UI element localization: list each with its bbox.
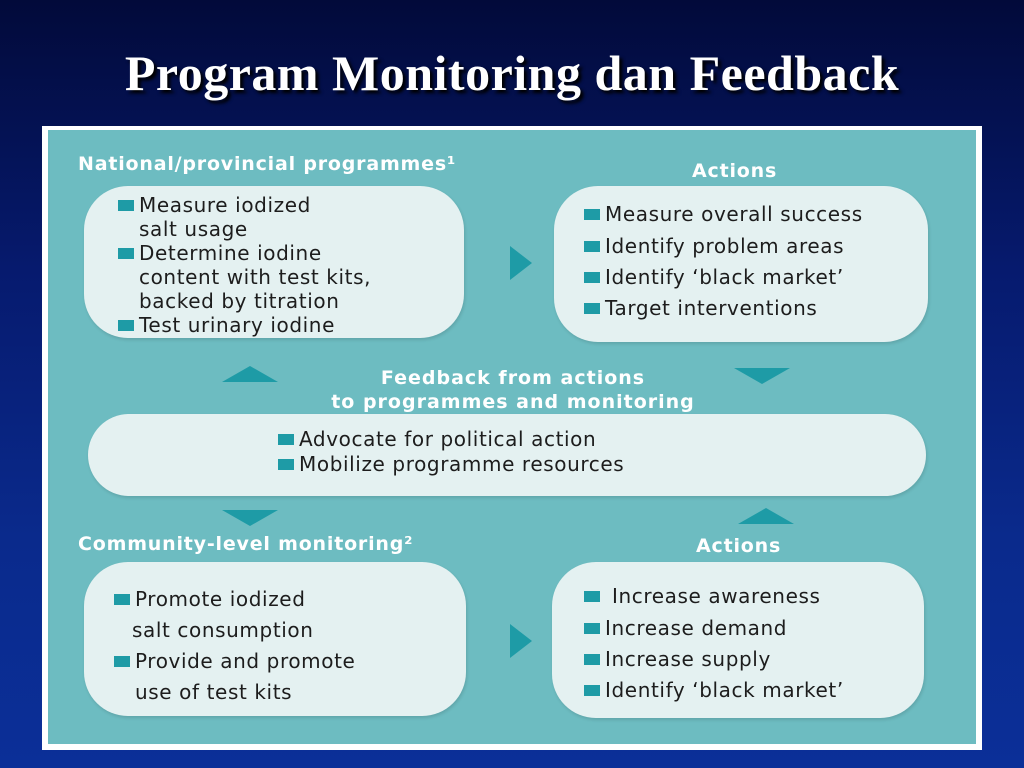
bullet-icon (584, 591, 600, 602)
bullet-icon (114, 594, 130, 605)
arrow-down-icon (222, 510, 278, 526)
actions-top-item-problem: Identify problem areas (584, 234, 844, 258)
community-item-promote: Promote iodized salt consumption (114, 584, 314, 646)
diagram-area: National/provincial programmes¹ Measure … (48, 130, 976, 744)
bullet-icon (118, 200, 134, 211)
bullet-icon (584, 685, 600, 696)
actions-bottom-heading: Actions (696, 535, 782, 557)
actions-bottom-box: Increase awareness Increase demand Incre… (552, 562, 924, 718)
bullet-icon (584, 303, 600, 314)
arrow-up-icon (222, 366, 278, 382)
national-item-measure: Measure iodized salt usage (118, 193, 311, 241)
bullet-icon (584, 623, 600, 634)
actions-bottom-item-black-market: Identify ‘black market’ (584, 678, 844, 702)
actions-bottom-item-demand: Increase demand (584, 616, 787, 640)
actions-top-item-success: Measure overall success (584, 202, 863, 226)
bullet-icon (278, 459, 294, 470)
community-item-test-kits: Provide and promote use of test kits (114, 646, 355, 708)
bullet-icon (278, 434, 294, 445)
feedback-box: Advocate for political action Mobilize p… (88, 414, 926, 496)
national-item-determine: Determine iodine content with test kits,… (118, 241, 371, 313)
bullet-icon (118, 248, 134, 259)
arrow-right-icon (510, 624, 532, 658)
actions-top-item-black-market: Identify ‘black market’ (584, 265, 844, 289)
actions-bottom-item-awareness: Increase awareness (584, 584, 821, 608)
bullet-icon (584, 209, 600, 220)
arrow-right-icon (510, 246, 532, 280)
bullet-icon (114, 656, 130, 667)
actions-top-item-target: Target interventions (584, 296, 817, 320)
bullet-icon (584, 241, 600, 252)
bullet-icon (584, 654, 600, 665)
arrow-down-icon (734, 368, 790, 384)
national-box: Measure iodized salt usage Determine iod… (84, 186, 464, 338)
actions-bottom-item-supply: Increase supply (584, 647, 771, 671)
actions-top-heading: Actions (692, 160, 778, 182)
slide-title: Program Monitoring dan Feedback (124, 45, 900, 101)
national-heading: National/provincial programmes¹ (78, 153, 457, 175)
arrow-up-icon (738, 508, 794, 524)
community-box: Promote iodized salt consumption Provide… (84, 562, 466, 716)
actions-top-box: Measure overall success Identify problem… (554, 186, 928, 342)
bullet-icon (118, 320, 134, 331)
feedback-label: Feedback from actions to programmes and … (331, 367, 695, 413)
national-item-urinary: Test urinary iodine (118, 313, 335, 337)
diagram-panel: National/provincial programmes¹ Measure … (42, 126, 982, 750)
feedback-item-advocate: Advocate for political action (278, 427, 596, 451)
community-heading: Community-level monitoring² (78, 533, 414, 555)
bullet-icon (584, 272, 600, 283)
feedback-item-mobilize: Mobilize programme resources (278, 452, 624, 476)
